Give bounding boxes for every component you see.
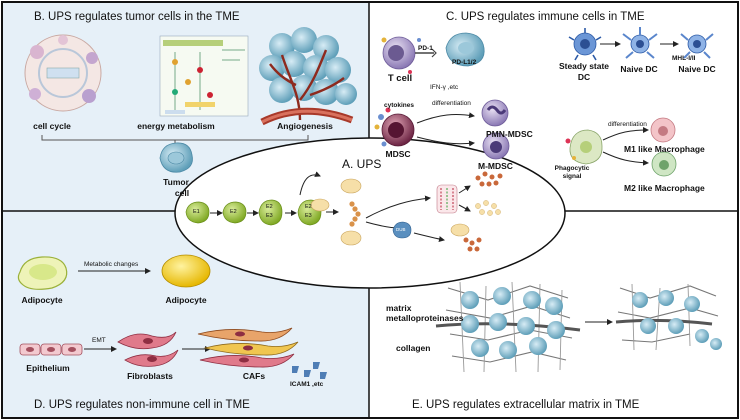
metabolic-changes-label: Metabolic changes [84, 261, 139, 268]
naive-dc-2-figure [680, 33, 714, 59]
cafs-figure [197, 327, 299, 368]
macrophage-precursor [565, 129, 603, 165]
steady-dc-figure [568, 28, 602, 61]
e2c-label: E2 [305, 204, 312, 210]
pd1-label: PD-1 [418, 45, 433, 52]
pmn-mdsc-label: PMN-MDSC [486, 129, 533, 139]
panel-a-title: A. UPS [342, 157, 382, 171]
panel-e-title: E. UPS regulates extracellular matrix in… [412, 399, 640, 411]
tumor-cell-label-line2: cell [174, 188, 190, 198]
e3-label: E3 [266, 213, 273, 219]
dub-label: DUB [396, 227, 406, 232]
mdsc-label: MDSC [385, 149, 411, 159]
adipocyte-label-1: Adipocyte [21, 295, 63, 305]
pdl-label: PD-L1/2 [452, 59, 477, 66]
differentiation-label-1: differentiation [432, 100, 471, 107]
m-mdsc-cell [482, 132, 510, 160]
adipocyte-label-2: Adipocyte [165, 295, 207, 305]
steady-dc-label-line1: Steady state [558, 61, 610, 71]
ups-cascade [185, 171, 503, 252]
energy-metabolism-figure [159, 35, 249, 117]
fibroblasts-label: Fibroblasts [127, 371, 173, 381]
fibroblasts-figure [117, 331, 179, 367]
collagen-label: collagen [396, 343, 431, 353]
ups-ellipse [174, 137, 566, 289]
phagocytic-label-line2: signal [562, 173, 582, 180]
arrow-to-m1 [602, 127, 649, 141]
t-cell-figure [381, 36, 437, 74]
mdsc-figure [374, 107, 415, 147]
epithelium-figure [19, 343, 83, 356]
tumor-cell-figure [159, 142, 193, 173]
pmn-mdsc-cell [481, 99, 509, 127]
e2-label: E2 [230, 209, 237, 215]
cytokines-label: cytokines [384, 102, 414, 109]
angiogenesis-figure [259, 27, 357, 126]
cell-cycle-label: cell cycle [33, 121, 71, 131]
m1-label: M1 like Macrophage [624, 144, 705, 154]
mmp-label-line1: matrix [386, 303, 412, 313]
cell-cycle-figure [24, 34, 102, 112]
angiogenesis-label: Angiogenesis [277, 121, 333, 131]
mhc-label: MHL-I/II [672, 55, 696, 62]
m2-label: M2 like Macrophage [624, 183, 705, 193]
tumor-cell-label-line1: Tumor [163, 177, 189, 187]
naive-dc-label-1: Naive DC [620, 64, 658, 74]
m1-macrophage-cell [650, 117, 676, 143]
differentiation-label-2: differentiation [608, 121, 647, 128]
ifn-label: IFN-γ ,etc [430, 84, 459, 91]
steady-dc-label-line2: DC [577, 72, 591, 82]
arrow-mdsc-m [416, 136, 475, 147]
icam-figure [292, 362, 327, 379]
arrow-to-m2 [602, 151, 649, 166]
ecm-matrix-left [435, 281, 581, 373]
cafs-label: CAFs [242, 371, 266, 381]
adipocyte-2-figure [161, 254, 211, 288]
m-mdsc-label: M-MDSC [478, 161, 513, 171]
epithelium-label: Epithelium [26, 363, 70, 373]
e3b-label: E3 [305, 213, 312, 219]
panel-b-title: B. UPS regulates tumor cells in the TME [34, 11, 240, 23]
naive-dc-1-figure [622, 27, 658, 59]
mmp-label-line2: metalloproteinases [386, 313, 464, 323]
naive-dc-label-2: Naive DC [678, 64, 716, 74]
adipocyte-1-figure [17, 256, 68, 290]
pdl-tumor-cell [445, 32, 485, 67]
panel-d-title: D. UPS regulates non-immune cell in TME [34, 399, 250, 411]
emt-label: EMT [92, 337, 106, 344]
ecm-matrix-right [615, 283, 722, 351]
t-cell-label: T cell [387, 73, 413, 84]
phagocytic-label-line1: Phagocytic [554, 165, 590, 172]
arrow-mdsc-pmn [416, 112, 475, 124]
icam-label: ICAM1 ,etc [290, 381, 324, 388]
e2b-label: E2 [266, 204, 273, 210]
m2-macrophage-cell [651, 151, 677, 177]
e1-label: E1 [193, 209, 200, 215]
energy-metabolism-label: energy metabolism [137, 121, 215, 131]
panel-c-title: C. UPS regulates immune cells in TME [446, 11, 645, 23]
